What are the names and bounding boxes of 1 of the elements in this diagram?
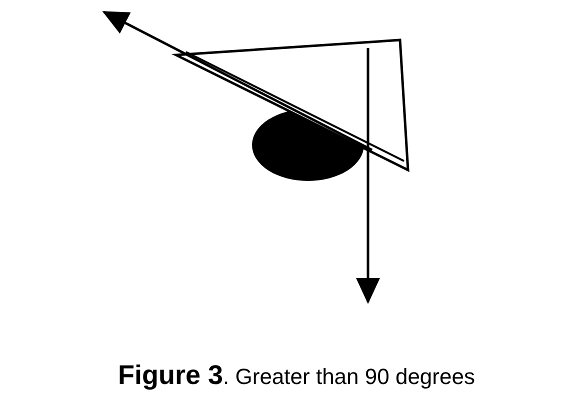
- figure-caption: Figure 3. Greater than 90 degrees: [118, 360, 476, 391]
